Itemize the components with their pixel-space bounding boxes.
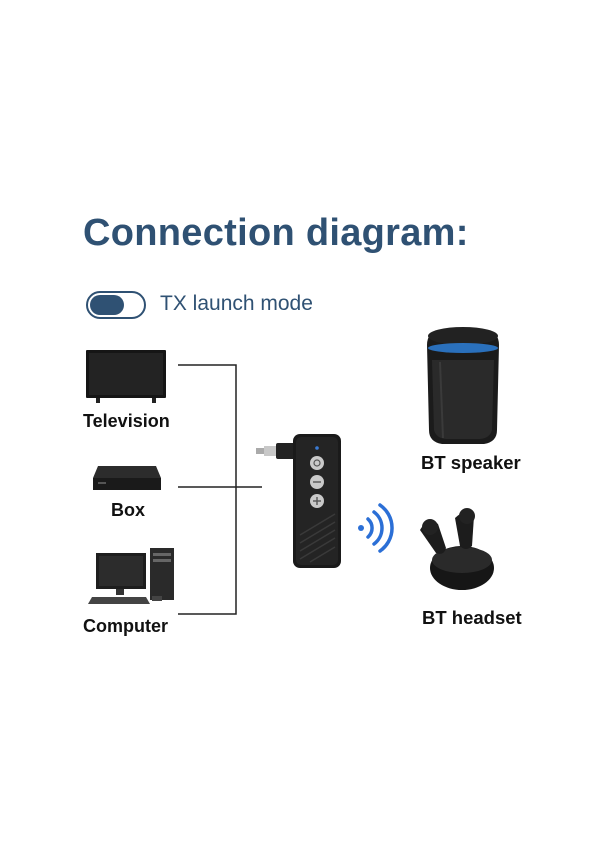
computer-icon <box>88 548 174 604</box>
tx-mode-toggle[interactable] <box>86 291 146 319</box>
set-top-box-icon <box>93 466 161 490</box>
headset-icon <box>420 508 494 590</box>
toggle-knob <box>90 295 124 315</box>
target-label-headset: BT headset <box>422 607 522 628</box>
speaker-icon <box>427 327 499 444</box>
target-label-speaker: BT speaker <box>421 452 521 473</box>
wireless-signal-icon <box>358 503 394 553</box>
source-label-computer: Computer <box>83 616 168 636</box>
source-label-television: Television <box>83 411 170 431</box>
mode-label: TX launch mode <box>160 292 313 315</box>
connection-lines <box>178 364 262 615</box>
source-label-box: Box <box>111 500 146 520</box>
page-title: Connection diagram: <box>83 212 469 254</box>
bluetooth-transmitter-icon <box>256 434 341 568</box>
television-icon <box>86 350 166 403</box>
